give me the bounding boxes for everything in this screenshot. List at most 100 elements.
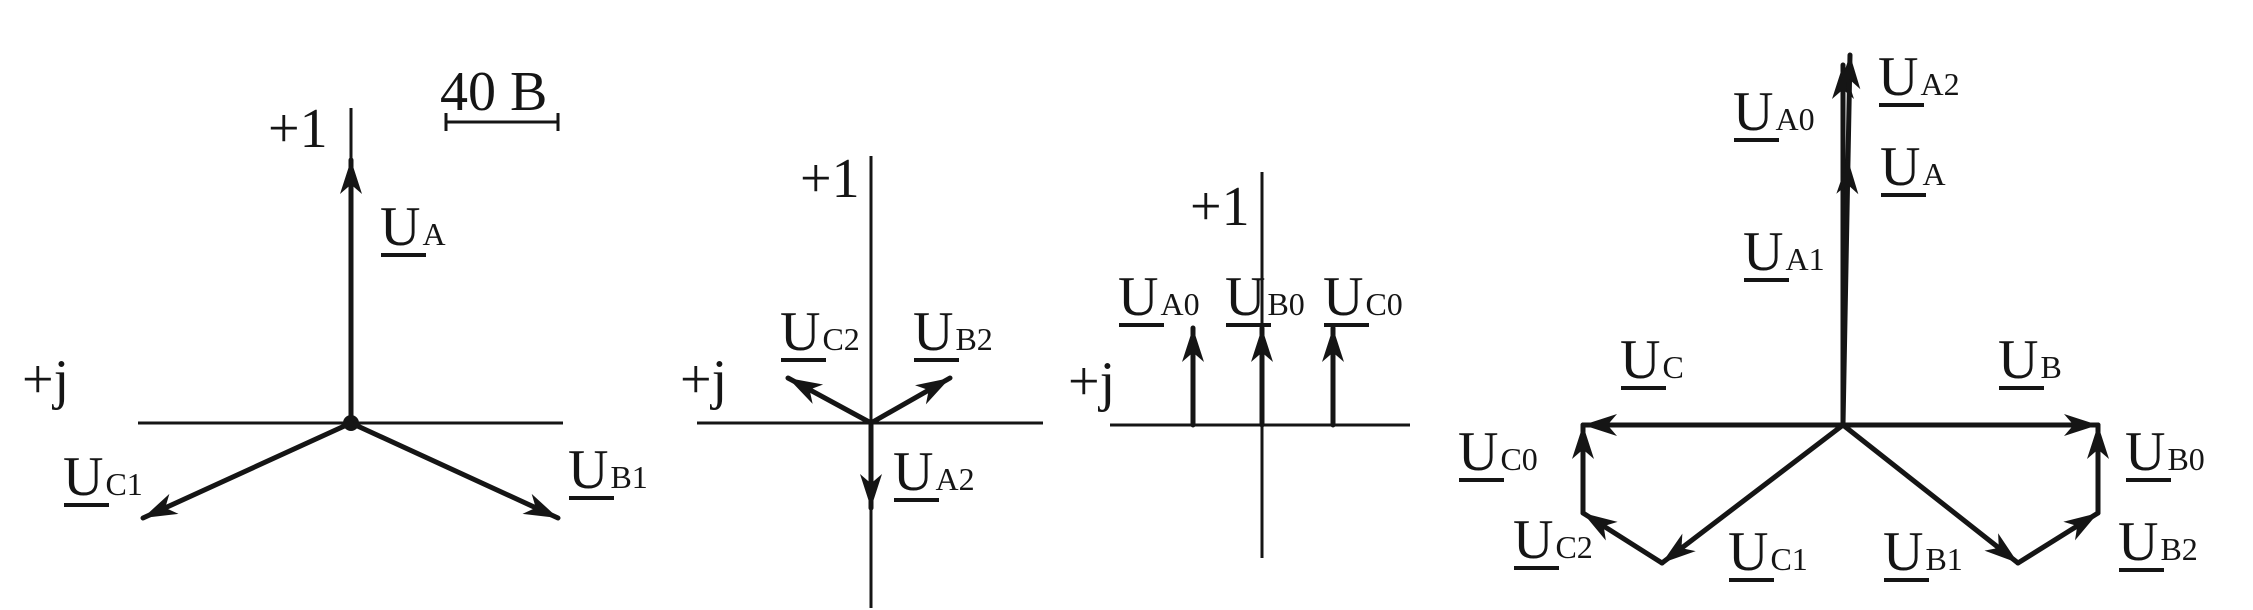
label-ua0: UA0	[1118, 266, 1200, 328]
vector-subscript: C0	[1500, 441, 1537, 477]
vector-symbol: U	[568, 439, 608, 501]
vector-symbol: U	[1323, 266, 1363, 328]
vector-subscript: C1	[105, 466, 142, 502]
vector-subscript: C2	[822, 321, 859, 357]
axis-imag-label-2: +j	[680, 349, 727, 411]
vector-subscript: A0	[1160, 286, 1199, 322]
vector-subscript: B0	[1267, 286, 1304, 322]
vector-symbol: U	[380, 196, 420, 258]
vector-symbol: U	[1880, 136, 1920, 198]
label-uc1-resultant: UC1	[1728, 521, 1808, 583]
label-ub2-resultant: UB2	[2118, 511, 2198, 573]
label-ub2: UB2	[913, 301, 993, 363]
vector-symbol: U	[1998, 329, 2038, 391]
vector-uc2-resultant	[1580, 510, 1665, 566]
label-uc-resultant: UC	[1620, 329, 1684, 391]
svg-text:UA: UA	[380, 196, 446, 258]
axis-imag-label-1: +j	[22, 349, 69, 411]
vector-subscript: A	[422, 216, 445, 252]
vector-subscript: B1	[610, 459, 647, 495]
svg-text:UC1: UC1	[1728, 521, 1808, 583]
svg-text:UB0: UB0	[1225, 266, 1305, 328]
vector-subscript: C2	[1555, 529, 1592, 565]
axis-real-label-1: +1	[268, 98, 328, 160]
svg-text:UB2: UB2	[913, 301, 993, 363]
svg-text:UA0: UA0	[1118, 266, 1200, 328]
vector-subscript: A0	[1775, 101, 1814, 137]
vector-ub1-resultant	[1840, 422, 2021, 566]
svg-text:UC2: UC2	[780, 301, 860, 363]
svg-text:UB0: UB0	[2125, 421, 2205, 483]
svg-text:UB: UB	[1998, 329, 2062, 391]
svg-text:UA2: UA2	[893, 441, 975, 503]
label-uc0-resultant: UC0	[1458, 421, 1538, 483]
scale-label: 40 B	[440, 61, 547, 123]
vector-symbol: U	[2125, 421, 2165, 483]
vector-symbol: U	[1878, 46, 1918, 108]
svg-text:UC1: UC1	[63, 446, 143, 508]
vector-subscript: B2	[2160, 531, 2197, 567]
vector-uc1-resultant	[1659, 422, 1846, 566]
vector-symbol: U	[1620, 329, 1660, 391]
svg-text:UA2: UA2	[1878, 46, 1960, 108]
vector-uc1	[140, 420, 354, 521]
label-ub0-resultant: UB0	[2125, 421, 2205, 483]
axis-imag-label-3: +j	[1068, 351, 1115, 413]
vector-uc-resultant	[1580, 414, 1846, 436]
label-ua-resultant: UA	[1880, 136, 1946, 198]
vector-symbol: U	[1513, 509, 1553, 571]
label-ua2: UA2	[893, 441, 975, 503]
label-ua1-resultant: UA1	[1743, 221, 1825, 283]
axes-negative-sequence	[697, 156, 1043, 608]
label-uc1: UC1	[63, 446, 143, 508]
vector-ua0	[1182, 325, 1204, 428]
vector-symbol: U	[1118, 266, 1158, 328]
vector-uc2	[785, 375, 874, 426]
vector-ub0	[1251, 325, 1273, 428]
label-uc2: UC2	[780, 301, 860, 363]
vector-ub-resultant	[1840, 414, 2101, 436]
vector-ub2-resultant	[2015, 510, 2101, 566]
label-ua0-resultant: UA0	[1733, 81, 1815, 143]
svg-text:UA: UA	[1880, 136, 1946, 198]
vector-subscript: B1	[1925, 541, 1962, 577]
vector-ub1	[348, 420, 561, 521]
vector-subscript: A2	[935, 461, 974, 497]
vector-ua-positive	[340, 157, 362, 426]
svg-text:UB1: UB1	[568, 439, 648, 501]
axis-real-label-3: +1	[1190, 176, 1250, 238]
label-ub-resultant: UB	[1998, 329, 2062, 391]
vector-ub2	[868, 375, 953, 426]
vector-subscript: C	[1662, 349, 1683, 385]
label-ub1-resultant: UB1	[1883, 521, 1963, 583]
vector-symbol: U	[780, 301, 820, 363]
vector-symbol: U	[1458, 421, 1498, 483]
vectors-layer	[140, 52, 2109, 566]
vector-subscript: A	[1922, 156, 1945, 192]
vector-symbol: U	[1728, 521, 1768, 583]
vector-subscript: A1	[1785, 241, 1824, 277]
label-uc0: UC0	[1323, 266, 1403, 328]
vector-symbol: U	[1733, 81, 1773, 143]
vector-ua2	[860, 420, 882, 511]
vector-symbol: U	[913, 301, 953, 363]
vector-subscript: A2	[1920, 66, 1959, 102]
vector-symbol: U	[63, 446, 103, 508]
vector-symbol: U	[1743, 221, 1783, 283]
svg-text:UB2: UB2	[2118, 511, 2198, 573]
svg-text:UC0: UC0	[1323, 266, 1403, 328]
vector-subscript: C1	[1770, 541, 1807, 577]
vector-symbol: U	[1883, 521, 1923, 583]
label-uc2-resultant: UC2	[1513, 509, 1593, 571]
axis-real-label-2: +1	[800, 148, 860, 210]
svg-text:UC0: UC0	[1458, 421, 1538, 483]
vector-subscript: B2	[955, 321, 992, 357]
vector-ua1-resultant	[1836, 157, 1859, 428]
vector-uc0	[1322, 325, 1344, 428]
vector-ua2-resultant	[1838, 52, 1861, 163]
label-ua2-resultant: UA2	[1878, 46, 1960, 108]
label-ub1: UB1	[568, 439, 648, 501]
vector-subscript: B0	[2167, 441, 2204, 477]
